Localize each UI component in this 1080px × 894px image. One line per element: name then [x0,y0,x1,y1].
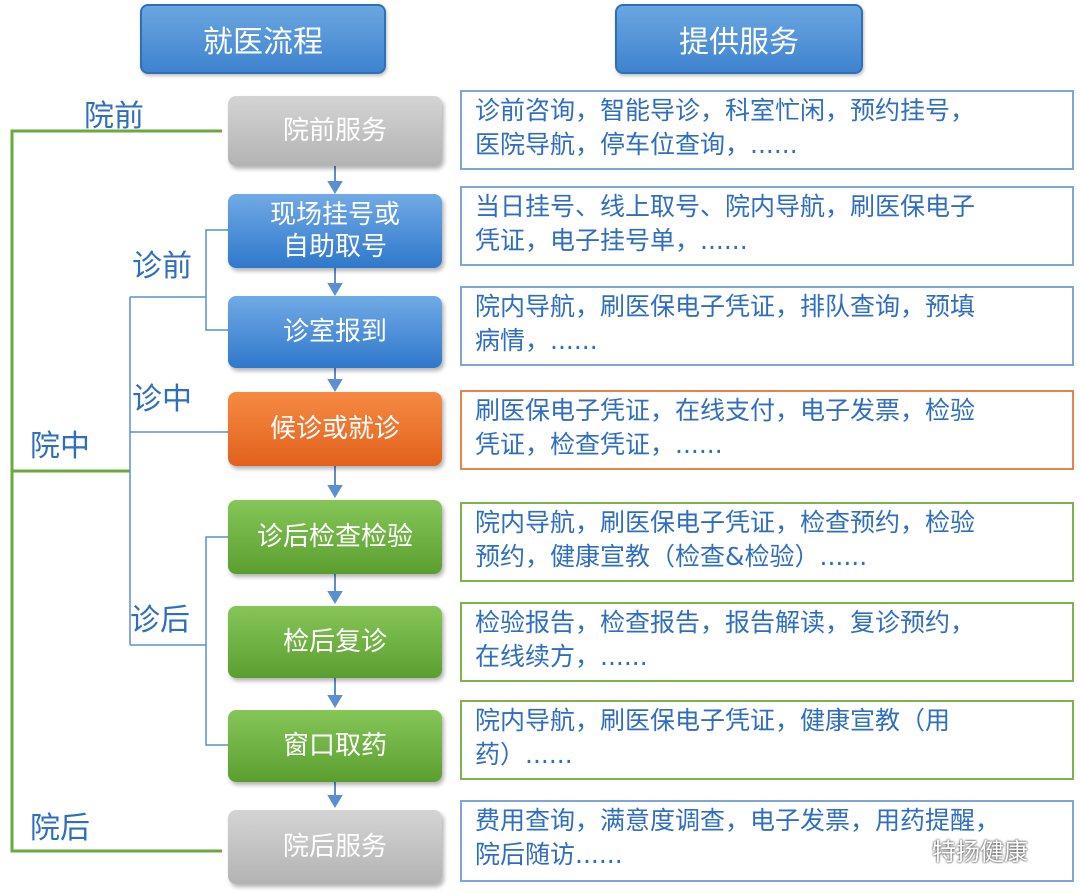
watermark-text: 特扬健康 [932,838,1028,866]
phase-post-hospital: 院后 [30,811,90,846]
service-box-checkin: 院内导航，刷医保电子凭证，排队查询，预填 病情，...... [460,286,1074,366]
service-text: 检验报告，检查报告，报告解读，复诊预约， 在线续方，...... [475,608,976,671]
service-box-follow-up: 检验报告，检查报告，报告解读，复诊预约， 在线续方，...... [460,602,1074,682]
service-text: 院内导航，刷医保电子凭证，排队查询，预填 病情，...... [475,292,976,355]
service-box-consultation: 刷医保电子凭证，在线支付，电子发票，检验 凭证，检查凭证，...... [460,390,1074,470]
step-pharmacy-pickup: 窗口取药 [228,710,442,782]
step-post-exam-tests: 诊后检查检验 [228,500,442,574]
phase-in-visit: 诊中 [132,382,192,417]
step-clinic-checkin: 诊室报到 [228,296,442,368]
header-services: 提供服务 [615,4,863,74]
step-waiting-consultation: 候诊或就诊 [228,392,442,466]
watermark: 特扬健康 [896,832,1028,867]
step-follow-up-visit: 检后复诊 [228,606,442,678]
service-box-pre-hospital: 诊前咨询，智能导诊，科室忙闲，预约挂号， 医院导航，停车位查询，...... [460,90,1074,170]
service-text: 诊前咨询，智能导诊，科室忙闲，预约挂号， 医院导航，停车位查询，...... [475,96,976,159]
service-box-pharmacy: 院内导航，刷医保电子凭证，健康宣教（用 药）...... [460,700,1074,780]
step-pre-hospital-service: 院前服务 [228,96,442,166]
service-box-post-hospital: 费用查询，满意度调查，电子发票，用药提醒， 院后随访...... [460,800,1074,882]
service-text: 院内导航，刷医保电子凭证，检查预约，检验 预约，健康宣教（检查&检验）.....… [475,508,976,571]
service-text: 刷医保电子凭证，在线支付，电子发票，检验 凭证，检查凭证，...... [475,396,976,459]
step-post-hospital-service: 院后服务 [228,810,442,884]
service-text: 费用查询，满意度调查，电子发票，用药提醒， 院后随访...... [475,806,1001,869]
phase-pre-visit: 诊前 [132,249,192,284]
wechat-icon [896,838,925,860]
phase-in-hospital: 院中 [30,429,90,464]
header-process: 就医流程 [140,4,386,74]
step-registration: 现场挂号或 自助取号 [228,194,442,268]
service-text: 院内导航，刷医保电子凭证，健康宣教（用 药）...... [475,706,951,769]
phase-pre-hospital: 院前 [84,99,144,134]
service-text: 当日挂号、线上取号、院内导航，刷医保电子 凭证，电子挂号单，...... [475,192,976,255]
service-box-registration: 当日挂号、线上取号、院内导航，刷医保电子 凭证，电子挂号单，...... [460,186,1074,266]
phase-post-visit: 诊后 [130,603,190,638]
service-box-exam-tests: 院内导航，刷医保电子凭证，检查预约，检验 预约，健康宣教（检查&检验）.....… [460,502,1074,582]
